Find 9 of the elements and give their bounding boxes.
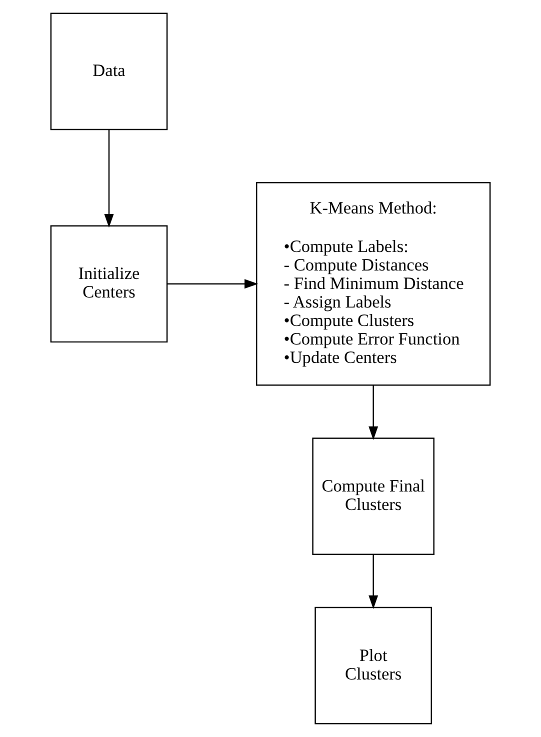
node-box: Data bbox=[50, 12, 168, 130]
node-box: Plot Clusters bbox=[314, 606, 432, 724]
arrow bbox=[368, 554, 378, 609]
arrow bbox=[104, 129, 114, 228]
node-box: Initialize Centers bbox=[50, 225, 168, 343]
arrow bbox=[368, 385, 378, 440]
arrow bbox=[167, 279, 258, 289]
node-box: K-Means Method: •Compute Labels: - Compute Distances - Find Minimum Distance - Assign Labels •Compute Clusters •Compute Error Function •Update Centers bbox=[256, 182, 491, 386]
node-box: Compute Final Clusters bbox=[312, 438, 434, 556]
